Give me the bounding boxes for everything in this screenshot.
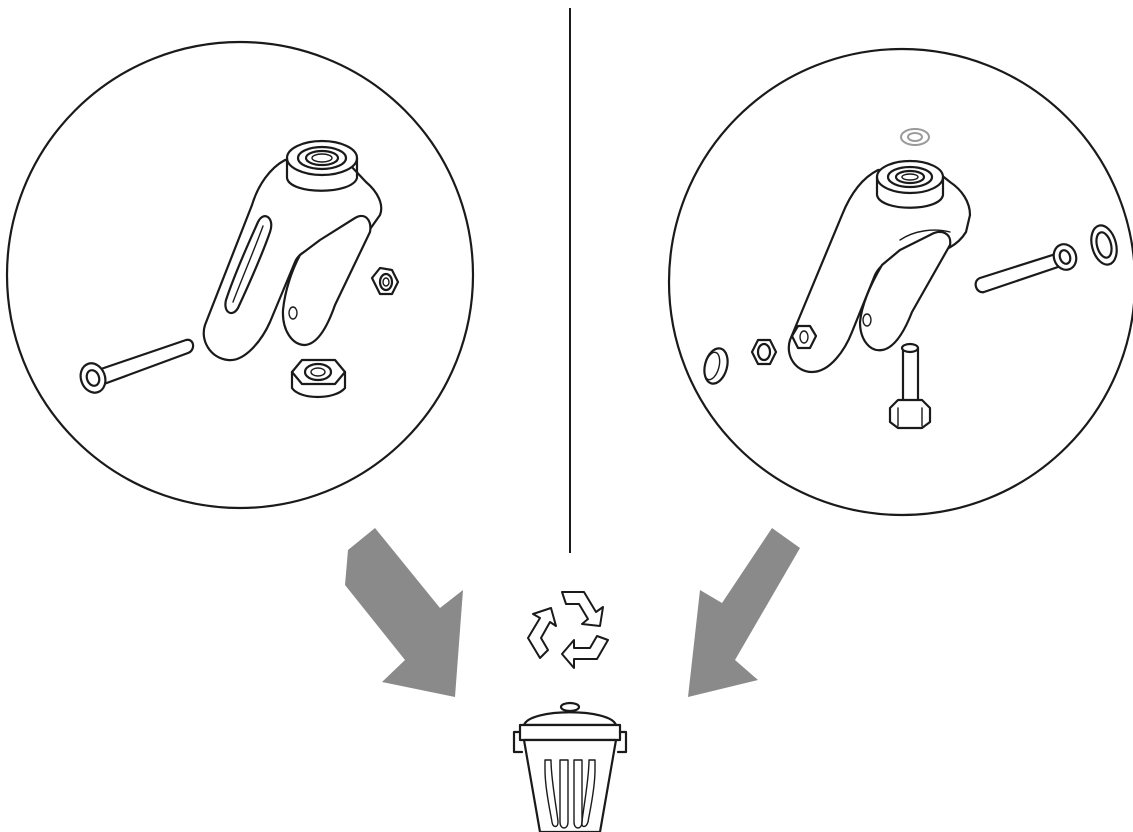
- small-nut-icon: [370, 266, 400, 296]
- right-arrow: [688, 528, 800, 697]
- small-nut-icon: [750, 338, 778, 366]
- disc-washer-icon: [703, 347, 729, 385]
- fork-dropout-icon: [787, 159, 972, 374]
- right-panel-circle: [667, 47, 1133, 517]
- left-panel-circle: [5, 40, 475, 510]
- fork-dropout-icon: [202, 139, 383, 362]
- bolt-icon: [974, 243, 1078, 294]
- vertical-bolt-icon: [888, 342, 932, 430]
- bolt-icon: [79, 338, 195, 394]
- right-panel: [667, 47, 1133, 517]
- trash-can-icon: [512, 701, 628, 832]
- left-panel: [5, 40, 475, 510]
- recycle-icon: [527, 591, 609, 669]
- left-arrow: [345, 528, 463, 697]
- flange-nut-icon: [1090, 224, 1118, 266]
- large-nut-icon: [290, 358, 347, 398]
- washer-icon: [900, 128, 930, 146]
